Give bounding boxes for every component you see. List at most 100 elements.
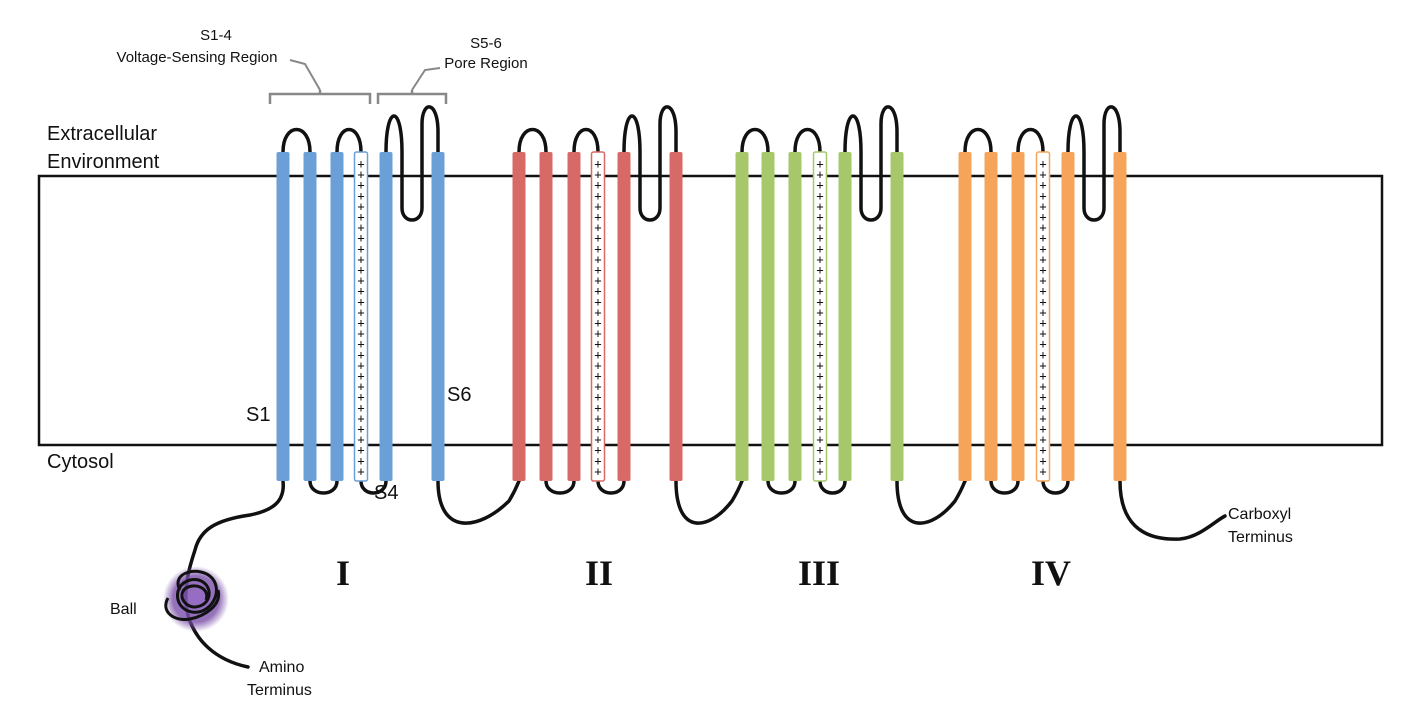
domain-1-sensor-charge: + — [357, 390, 364, 404]
domain-2-sensor-charge: + — [594, 443, 601, 457]
domain-3-sensor-charge: + — [816, 337, 823, 351]
domain-4-sensor-charge: + — [1039, 221, 1046, 235]
pore-bracket — [376, 90, 448, 104]
domain-4-sensor-charge: + — [1039, 464, 1046, 478]
domain-2-sensor-charge: + — [594, 189, 601, 203]
domain-2-sensor-charge: + — [594, 284, 601, 298]
membrane — [37, 174, 1384, 447]
domain-4-sensor-charge: + — [1039, 274, 1046, 288]
domain-numeral-4: IV — [1031, 553, 1071, 593]
domain-3-sensor-charge: + — [816, 157, 823, 171]
domain-4-sensor-charge: + — [1039, 252, 1046, 266]
domain-1-sensor-charge: + — [357, 401, 364, 415]
voltage-sensing-label-line1: S1-4 — [200, 27, 232, 44]
domain-4-s4-helix — [1035, 151, 1051, 482]
helix-group: ++++++++++++++++++++++++++++++++++++++++… — [276, 151, 1127, 482]
domain-3-sensor-charge: + — [816, 464, 823, 478]
domain-2-sensor-charge: + — [594, 337, 601, 351]
domain-4-sensor-charge: + — [1039, 178, 1046, 192]
domain-4-sensor-charge: + — [1039, 390, 1046, 404]
domain-4-sensor-charge: + — [1039, 327, 1046, 341]
domain-2-sensor-charge: + — [594, 464, 601, 478]
domain-3-sensor-charge: + — [816, 295, 823, 309]
amino-label-line1: Amino — [259, 659, 304, 676]
domain-3-s2-helix — [761, 152, 775, 481]
domain-3-sensor-charge: + — [816, 305, 823, 319]
s1-label: S1 — [246, 404, 270, 426]
domain-2-sensor-charge: + — [594, 221, 601, 235]
domain-2-s4-helix — [590, 151, 606, 482]
domain-1-sensor-charge: + — [357, 263, 364, 277]
voltage-sensing-bracket — [268, 90, 372, 104]
domain-3-sensor-charge: + — [816, 168, 823, 182]
pore-pointer — [411, 67, 441, 91]
domain-1-s6-helix — [431, 152, 445, 481]
domain-3-sensor-charge: + — [816, 422, 823, 436]
domain-3-sensor-charge: + — [816, 242, 823, 256]
domain-3-sensor-charge: + — [816, 178, 823, 192]
domain-4-sensor-charge: + — [1039, 242, 1046, 256]
domain-4-sensor-charge: + — [1039, 358, 1046, 372]
domain-2-sensor-charge: + — [594, 210, 601, 224]
domain-1-s3-helix — [330, 152, 344, 481]
domain-2-s1-helix — [512, 152, 526, 481]
domain-4-sensor-charge: + — [1039, 411, 1046, 425]
domain-1-sensor-charge: + — [357, 422, 364, 436]
domain-3-sensor-charge: + — [816, 189, 823, 203]
domain-1-sensor-charge: + — [357, 189, 364, 203]
domain-2-sensor-charge: + — [594, 401, 601, 415]
domain-4-s3-helix — [1011, 152, 1025, 481]
amino-label-line2: Terminus — [247, 682, 312, 699]
domain-2-sensor-charge: + — [594, 252, 601, 266]
pore-label-line2: Pore Region — [444, 55, 527, 72]
domain-2-sensor-charge: + — [594, 263, 601, 277]
domain-3-sensor-charge: + — [816, 263, 823, 277]
domain-1-sensor-charge: + — [357, 274, 364, 288]
domain-1-sensor-charge: + — [357, 242, 364, 256]
domain-4-sensor-charge: + — [1039, 305, 1046, 319]
domain-2-sensor-charge: + — [594, 348, 601, 362]
domain-2-s3-helix — [567, 152, 581, 481]
domain-4-sensor-charge: + — [1039, 348, 1046, 362]
domain-4-sensor-charge: + — [1039, 157, 1046, 171]
carboxyl-label-line1: Carboxyl — [1228, 506, 1291, 523]
domain-4-sensor-charge: + — [1039, 337, 1046, 351]
domain-4-sensor-charge: + — [1039, 401, 1046, 415]
domain-1-sensor-charge: + — [357, 316, 364, 330]
domain-2-s6-helix — [669, 152, 683, 481]
domain-2-sensor-charge: + — [594, 327, 601, 341]
domain-2-sensor-charge: + — [594, 231, 601, 245]
domain-1-sensor-charge: + — [357, 337, 364, 351]
domain-1-sensor-charge: + — [357, 433, 364, 447]
domain-1-sensor-charge: + — [357, 199, 364, 213]
domain-numeral-3: III — [798, 553, 840, 593]
domain-2-sensor-charge: + — [594, 433, 601, 447]
ball-label: Ball — [110, 601, 137, 618]
domain-1-sensor-charge: + — [357, 380, 364, 394]
domain-1-s2-helix — [303, 152, 317, 481]
domain-2-sensor-charge: + — [594, 178, 601, 192]
domain-1-sensor-charge: + — [357, 157, 364, 171]
domain-1-sensor-charge: + — [357, 178, 364, 192]
domain-3-s5-helix — [838, 152, 852, 481]
domain-2-sensor-charge: + — [594, 316, 601, 330]
domain-2-sensor-charge: + — [594, 295, 601, 309]
domain-1-s1-helix — [276, 152, 290, 481]
domain-3-sensor-charge: + — [816, 210, 823, 224]
domain-3-sensor-charge: + — [816, 221, 823, 235]
voltage-sensing-pointer — [289, 59, 321, 91]
domain-3-sensor-charge: + — [816, 231, 823, 245]
domain-1-sensor-charge: + — [357, 252, 364, 266]
domain-3-sensor-charge: + — [816, 443, 823, 457]
domain-3-sensor-charge: + — [816, 411, 823, 425]
domain-2-s5-helix — [617, 152, 631, 481]
domain-2-sensor-charge: + — [594, 274, 601, 288]
domain-4-sensor-charge: + — [1039, 433, 1046, 447]
domain-2-s2-helix — [539, 152, 553, 481]
domain-1-sensor-charge: + — [357, 284, 364, 298]
domain-1-sensor-charge: + — [357, 210, 364, 224]
s4-label: S4 — [374, 482, 398, 504]
domain-3-sensor-charge: + — [816, 284, 823, 298]
domain-1-sensor-charge: + — [357, 295, 364, 309]
